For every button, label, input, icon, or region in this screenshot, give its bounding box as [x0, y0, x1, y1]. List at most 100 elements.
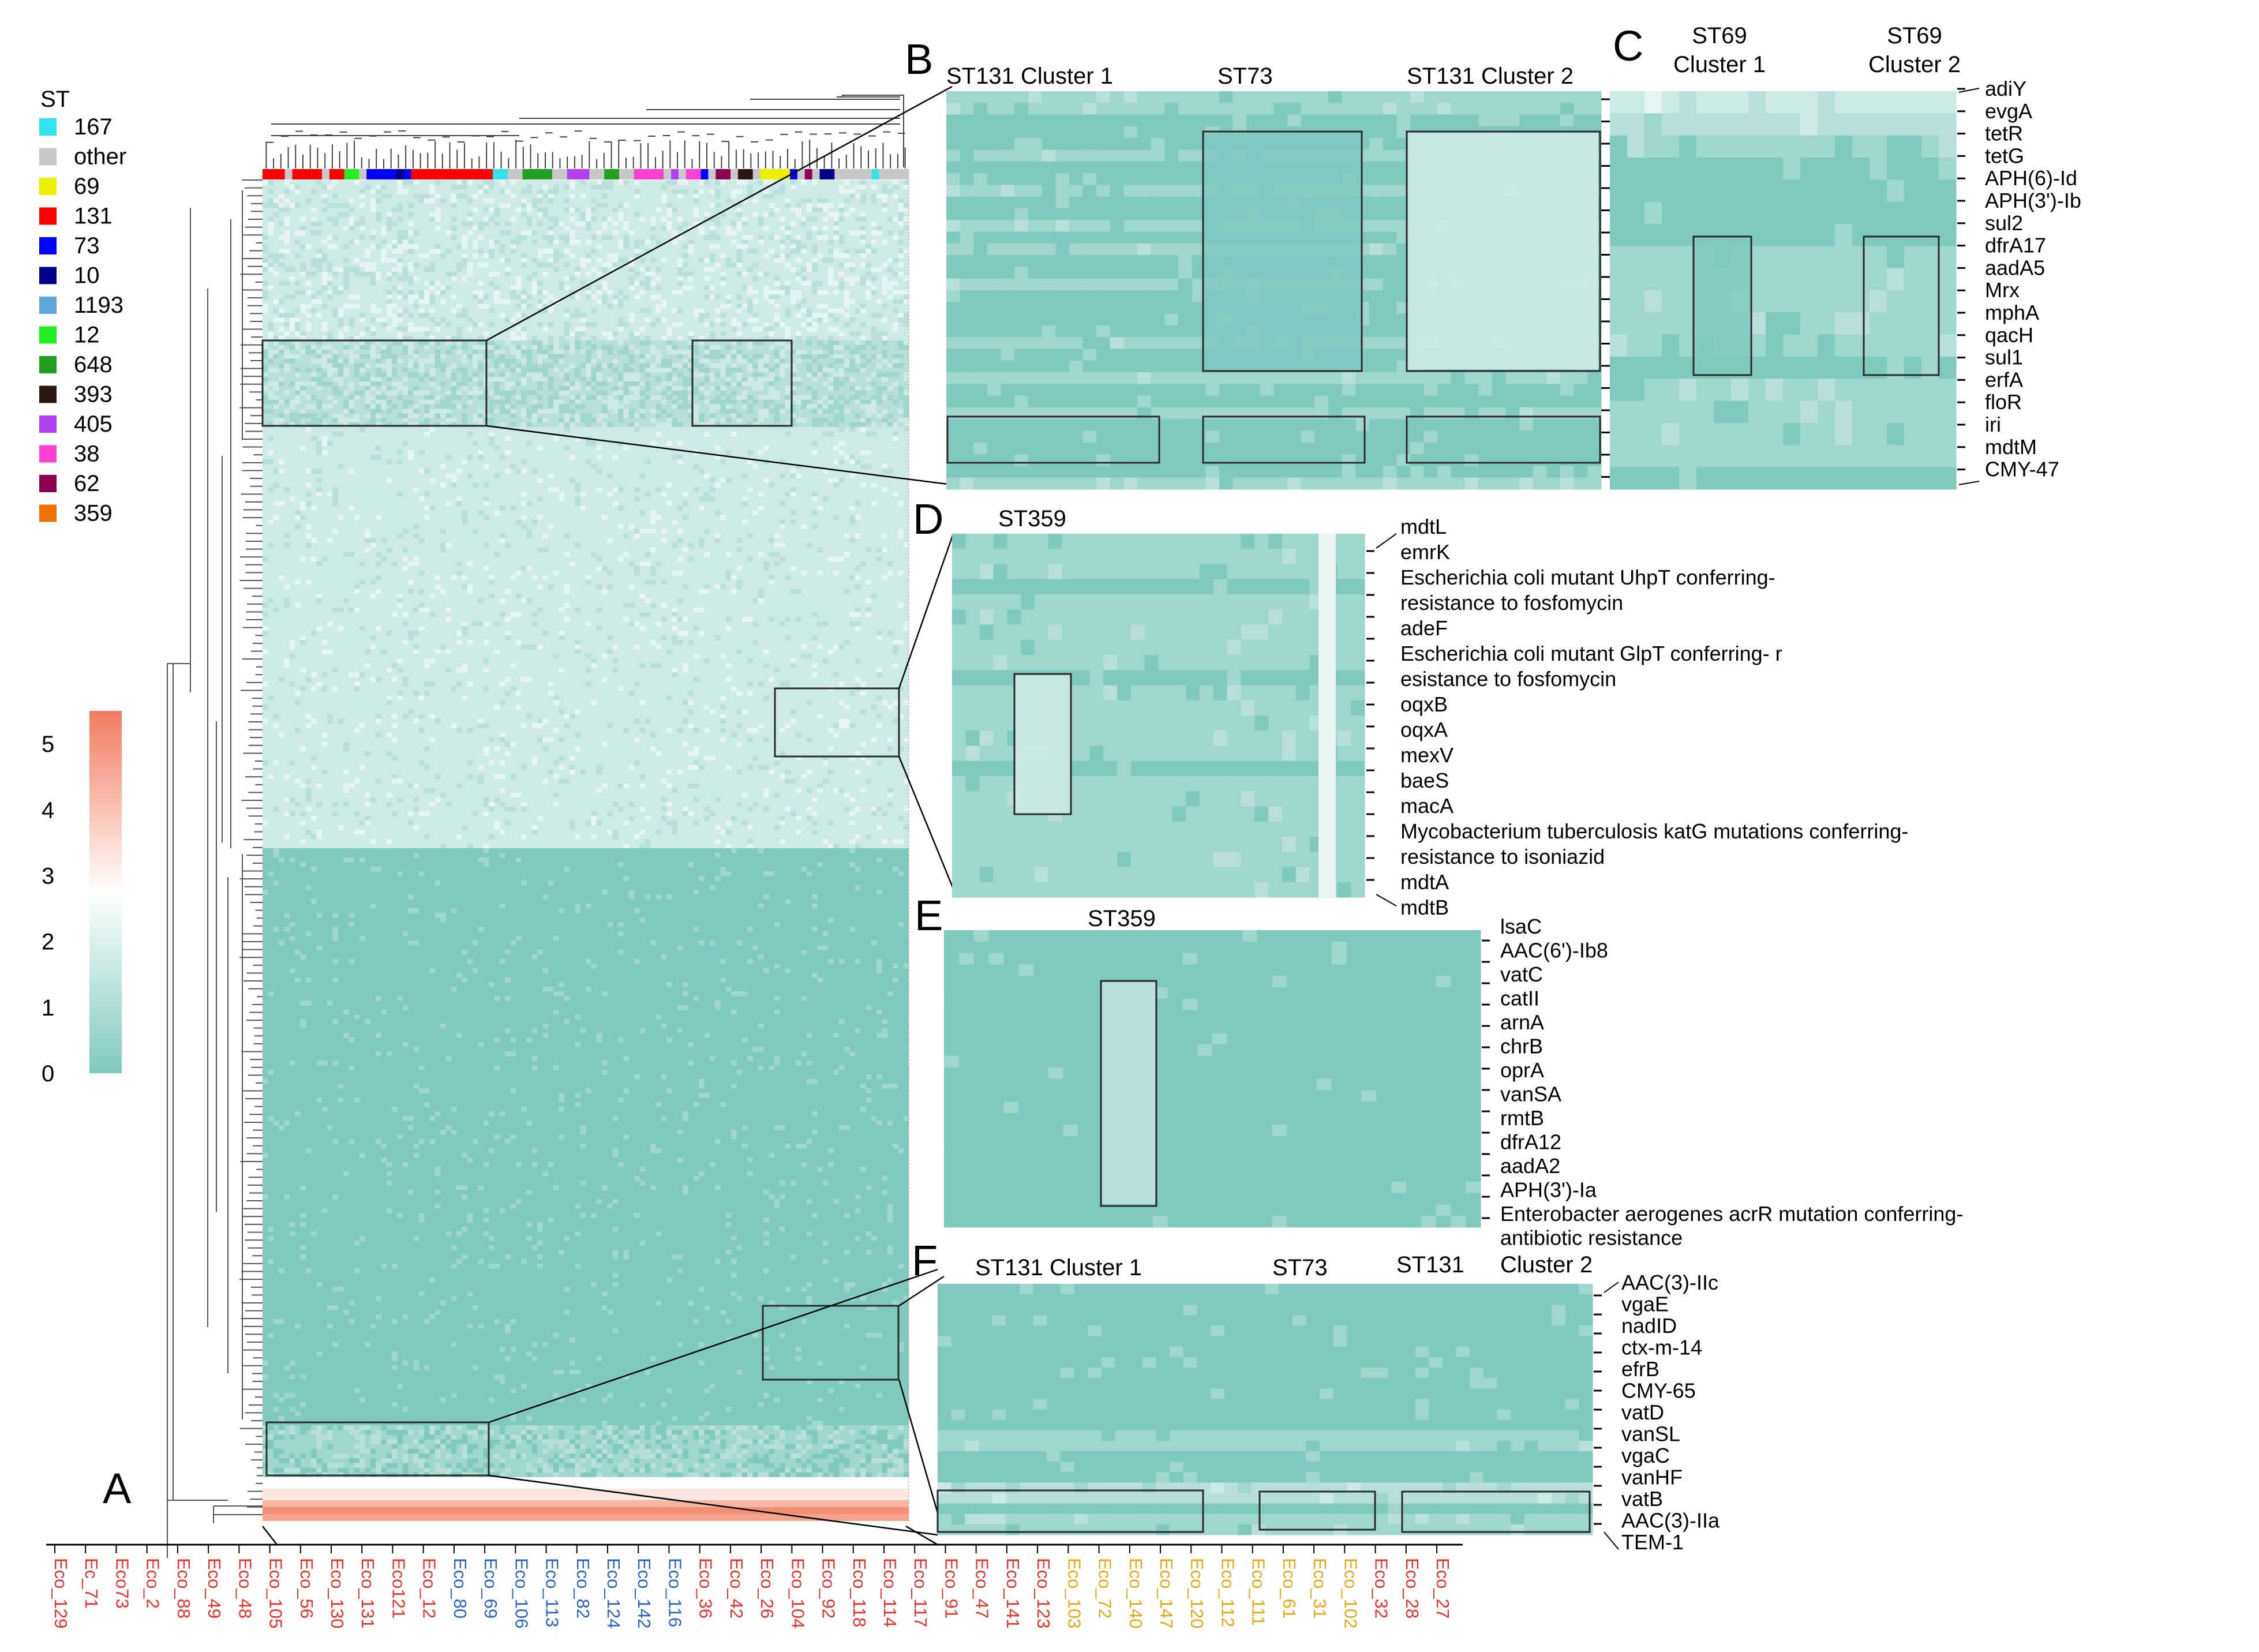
heatmap-cell — [548, 262, 554, 268]
heatmap-cell — [849, 276, 856, 282]
heatmap-cell — [661, 917, 667, 923]
heatmap-cell — [725, 230, 732, 235]
heatmap-cell — [295, 372, 301, 377]
heatmap-cell — [844, 304, 850, 309]
heatmap-cell — [801, 418, 807, 423]
heatmap-cell — [866, 413, 872, 418]
heatmap-cell — [860, 1084, 866, 1089]
heatmap-cell — [833, 372, 840, 377]
heatmap-cell — [327, 954, 333, 960]
heatmap-cell — [305, 792, 312, 798]
heatmap-cell — [887, 280, 893, 286]
heatmap-cell — [505, 469, 511, 474]
heatmap-cell — [812, 811, 818, 816]
heatmap-cell — [279, 299, 284, 304]
heatmap-cell — [822, 409, 829, 414]
heatmap-cell — [623, 616, 630, 622]
heatmap-cell — [376, 244, 381, 249]
heatmap-cell — [871, 239, 877, 245]
heatmap-cell — [434, 797, 441, 803]
heatmap-cell — [871, 501, 877, 506]
heatmap-cell — [860, 308, 866, 313]
heatmap-cell — [338, 377, 344, 382]
heatmap-cell — [456, 304, 462, 309]
heatmap-cell — [559, 778, 565, 784]
heatmap-cell — [456, 1033, 462, 1038]
heatmap-cell — [715, 1139, 721, 1144]
heatmap-cell — [408, 399, 414, 405]
heatmap-cell — [623, 239, 630, 245]
heatmap-cell — [494, 271, 500, 277]
heatmap-cell — [709, 811, 715, 816]
heatmap-cell — [833, 732, 840, 737]
heatmap-cell — [822, 838, 829, 844]
heatmap-cell — [456, 368, 462, 373]
heatmap-cell — [305, 469, 312, 474]
heatmap-cell — [531, 290, 538, 295]
heatmap-cell — [451, 276, 457, 282]
heatmap-cell — [515, 239, 522, 245]
heatmap-cell — [462, 1121, 468, 1126]
heatmap-cell — [273, 395, 279, 400]
heatmap-cell — [591, 464, 597, 469]
heatmap-cell — [693, 372, 699, 377]
heatmap-cell — [284, 913, 290, 918]
heatmap-cell — [473, 363, 478, 368]
heatmap-cell — [473, 1139, 478, 1144]
heatmap-cell — [418, 1019, 425, 1024]
heatmap-cell — [548, 189, 554, 194]
heatmap-cell — [392, 258, 398, 263]
heatmap-cell — [838, 556, 845, 562]
heatmap-cell — [650, 395, 656, 400]
heatmap-cell — [424, 1176, 430, 1181]
heatmap-cell — [332, 686, 339, 691]
heatmap-cell — [311, 538, 317, 544]
heatmap-cell — [785, 769, 791, 775]
heatmap-cell — [763, 663, 769, 668]
heatmap-cell — [397, 797, 403, 803]
st-strip-cell — [537, 169, 545, 179]
heatmap-cell — [564, 1019, 570, 1024]
heatmap-cell — [402, 239, 409, 245]
heatmap-cell — [542, 533, 549, 539]
heatmap-cell — [494, 797, 500, 803]
heatmap-cell — [774, 395, 780, 400]
heatmap-cell — [903, 427, 909, 432]
heatmap-cell — [386, 244, 392, 249]
heatmap-cell — [634, 959, 640, 964]
heatmap-cell — [688, 1028, 694, 1033]
heatmap-cell — [672, 344, 678, 350]
heatmap-cell — [634, 718, 640, 724]
heatmap-cell — [397, 450, 403, 455]
st-strip-cell — [619, 169, 627, 179]
heatmap-cell — [392, 778, 398, 784]
heatmap-cell — [440, 792, 446, 798]
heatmap-cell — [628, 317, 635, 323]
heatmap-cell — [316, 593, 323, 599]
heatmap-cell — [537, 207, 543, 213]
heatmap-cell — [677, 189, 683, 194]
heatmap-cell — [634, 570, 640, 576]
heatmap-cell — [429, 658, 436, 664]
heatmap-cell — [521, 723, 527, 728]
heatmap-cell — [305, 797, 312, 803]
heatmap-cell — [494, 1037, 500, 1043]
heatmap-cell — [693, 625, 699, 631]
heatmap-cell — [871, 344, 877, 350]
heatmap-cell — [510, 1051, 516, 1057]
heatmap-cell — [736, 212, 743, 218]
heatmap-cell — [709, 226, 715, 231]
heatmap-cell — [849, 331, 856, 336]
heatmap-cell — [570, 561, 575, 567]
heatmap-cell — [418, 1139, 425, 1144]
heatmap-cell — [570, 216, 575, 222]
heatmap-cell — [268, 991, 274, 997]
heatmap-cell — [903, 313, 909, 318]
legend-swatch — [39, 237, 57, 254]
legend-label: 648 — [74, 352, 113, 377]
heatmap-cell — [343, 746, 349, 752]
heatmap-cell — [591, 308, 597, 313]
st-strip-cell — [515, 169, 523, 179]
heatmap-cell — [510, 922, 516, 927]
